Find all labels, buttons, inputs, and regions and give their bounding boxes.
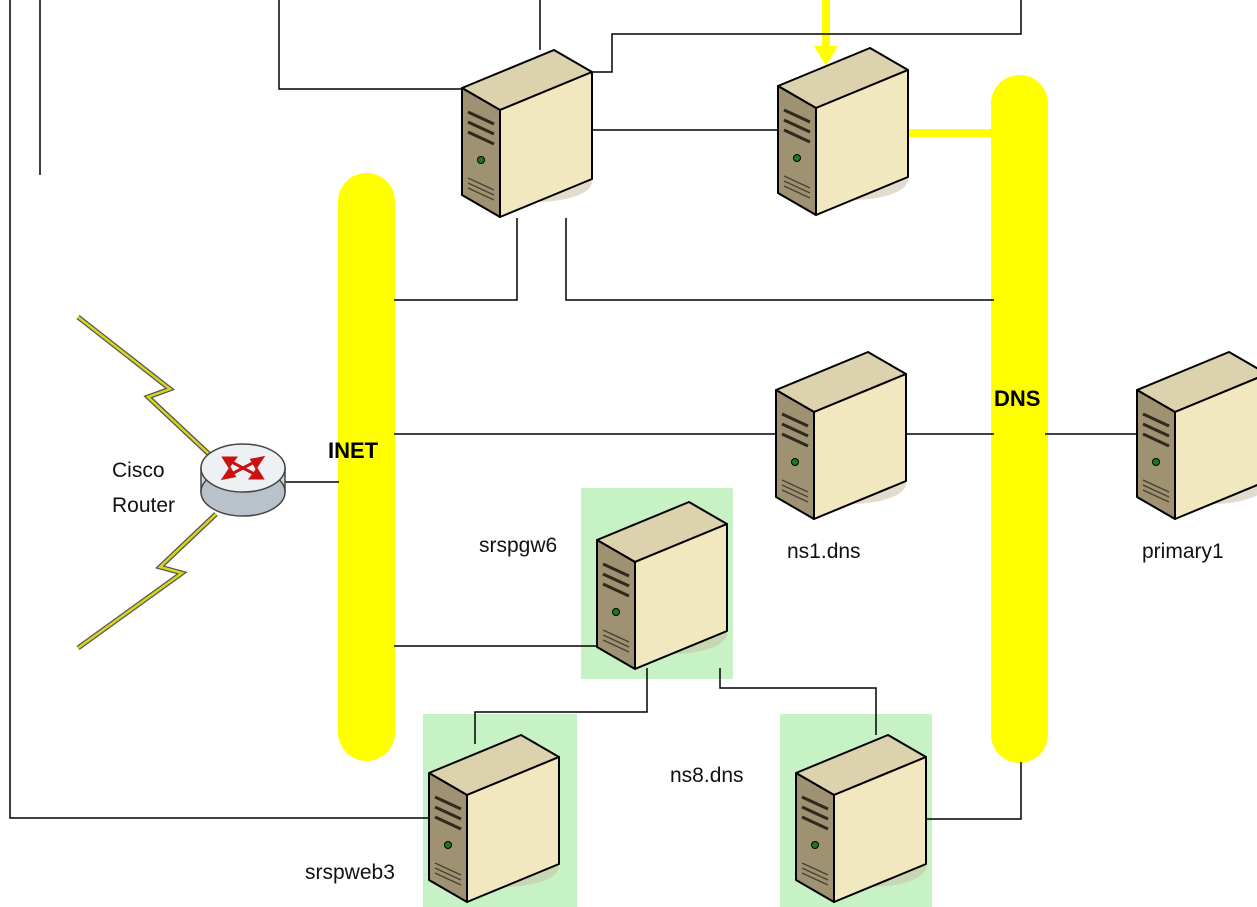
server-label-ns8: ns8.dns bbox=[670, 764, 744, 787]
lightning-upper-fill bbox=[77, 316, 211, 456]
server-label-primary1: primary1 bbox=[1142, 540, 1224, 563]
server-label-ns1: ns1.dns bbox=[787, 540, 861, 563]
server-icon-primary1 bbox=[1135, 350, 1257, 521]
server-label-srspgw6: srspgw6 bbox=[479, 534, 557, 557]
connection-lines bbox=[9, 0, 1140, 820]
lightning-lower-fill bbox=[77, 513, 217, 650]
router-label-line1: Cisco bbox=[112, 459, 165, 482]
lightning-upper bbox=[76, 315, 212, 457]
server-label-srspweb3: srspweb3 bbox=[305, 861, 395, 884]
dns-bus-label: DNS bbox=[994, 386, 1040, 411]
inet-bus bbox=[338, 173, 395, 761]
dns-bus bbox=[991, 75, 1048, 763]
server-icon-top-dns bbox=[776, 46, 910, 217]
router-label-line2: Router bbox=[112, 494, 175, 517]
server-icon-ns1 bbox=[774, 350, 908, 521]
server-icon-top-gateway bbox=[460, 48, 594, 219]
inet-bus-label: INET bbox=[328, 438, 379, 463]
router-icon bbox=[200, 443, 286, 517]
